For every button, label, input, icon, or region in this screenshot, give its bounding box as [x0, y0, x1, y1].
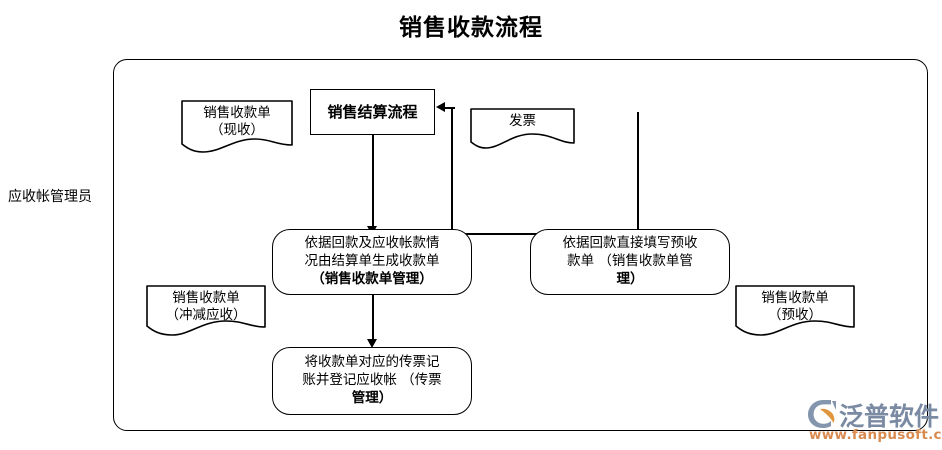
document-shape-icon [735, 285, 855, 336]
document-shape-icon [181, 100, 293, 153]
brand-logo: 泛普软件 www.fanpusoft.com [806, 396, 942, 446]
node-prepay-receipt[interactable]: 依据回款直接填写预收 款单 （销售收款单管 理） [530, 229, 730, 295]
node-voucher-posting-line2: 账并登记应收帐 （传票 [302, 372, 442, 389]
node-invoice-line1: 发票 [509, 113, 536, 129]
node-generate-receipt-line3: （销售收款单管理） [311, 270, 433, 287]
node-voucher-posting[interactable]: 将收款单对应的传票记 账并登记应收帐 （传票 管理） [272, 347, 472, 415]
connector-generate-to-voucher [372, 294, 374, 342]
arrowhead-to-voucher-posting [367, 339, 377, 348]
node-generate-receipt[interactable]: 依据回款及应收帐款情 况由结算单生成收款单 （销售收款单管理） [272, 229, 472, 295]
node-receipt-offset-line2: （冲减应收） [165, 307, 247, 324]
node-generate-receipt-line2: 况由结算单生成收款单 [304, 253, 440, 270]
connector-invoice-vertical [637, 112, 639, 234]
document-shape-icon [470, 108, 575, 149]
node-settlement-process-label: 销售结算流程 [327, 103, 418, 121]
node-generate-receipt-text: 依据回款及应收帐款情 况由结算单生成收款单 （销售收款单管理） [305, 235, 440, 288]
node-prepay-receipt-line2: 款单 （销售收款单管 [567, 253, 693, 270]
node-prepay-receipt-line1: 依据回款直接填写预收 [562, 235, 698, 252]
connector-settlement-to-generate [372, 135, 374, 229]
document-shape-icon [146, 285, 266, 336]
logo-url: www.fanpusoft.com [809, 427, 942, 443]
node-invoice[interactable]: 发票 [470, 108, 575, 154]
node-receipt-offset[interactable]: 销售收款单 （冲减应收） [146, 285, 266, 340]
logo-wordmark: 泛普软件 [839, 402, 940, 431]
connector-feedback-riser [451, 108, 453, 235]
swimlane-container [113, 59, 928, 431]
node-receipt-prepay[interactable]: 销售收款单 （预收） [735, 285, 855, 340]
node-receipt-offset-line1: 销售收款单 [172, 290, 240, 306]
page-title: 销售收款流程 [399, 15, 543, 41]
node-generate-receipt-line1: 依据回款及应收帐款情 [304, 235, 440, 252]
logo-mark-icon [808, 400, 836, 428]
node-receipt-offset-text: 销售收款单 （冲减应收） [146, 285, 266, 325]
node-voucher-posting-line3: 管理） [351, 389, 393, 406]
node-receipt-prepay-text: 销售收款单 （预收） [735, 285, 855, 325]
node-receipt-prepay-line2: （预收） [768, 307, 822, 324]
node-receipt-cash-line2: （现收） [210, 122, 264, 139]
connector-feedback-to-settlement [443, 107, 455, 109]
node-settlement-process[interactable]: 销售结算流程 [310, 89, 435, 135]
node-invoice-text: 发票 [470, 108, 575, 130]
node-voucher-posting-line1: 将收款单对应的传票记 [304, 354, 440, 371]
arrowhead-to-settlement [436, 102, 445, 112]
node-receipt-cash-line1: 销售收款单 [203, 105, 271, 121]
node-receipt-cash-text: 销售收款单 （现收） [181, 100, 293, 140]
node-prepay-receipt-line3: 理） [616, 270, 644, 287]
node-voucher-posting-text: 将收款单对应的传票记 账并登记应收帐 （传票 管理） [302, 354, 441, 407]
node-receipt-cash[interactable]: 销售收款单 （现收） [181, 100, 293, 156]
node-receipt-prepay-line1: 销售收款单 [761, 290, 829, 306]
node-prepay-receipt-text: 依据回款直接填写预收 款单 （销售收款单管 理） [563, 235, 698, 288]
swimlane-label: 应收帐管理员 [8, 189, 92, 205]
